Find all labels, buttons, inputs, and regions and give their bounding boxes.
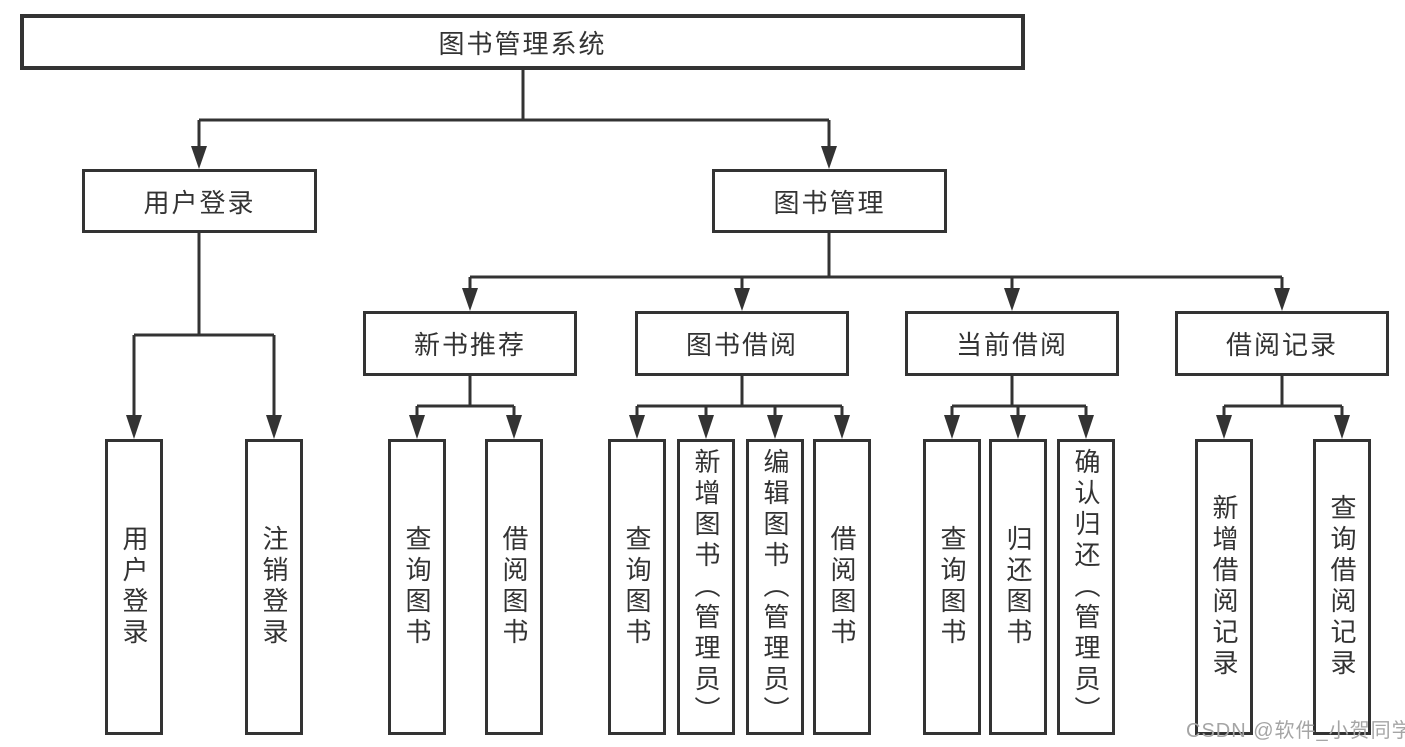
node-user-login: 用户登录 <box>82 169 317 233</box>
csdn-watermark: CSDN @软件_小贺同学 <box>1186 720 1405 742</box>
leaf-records-add-label: 新增借阅记录 <box>1209 494 1239 680</box>
node-book-borrowing-label: 图书借阅 <box>685 330 798 360</box>
node-current-borrowing: 当前借阅 <box>905 311 1119 376</box>
leaf-borrowing-add-admin: 新增图书（管理员） <box>677 439 735 735</box>
leaf-current-query-label: 查询图书 <box>937 525 967 649</box>
node-borrowing-records: 借阅记录 <box>1175 311 1389 376</box>
leaf-current-confirm-admin: 确认归还（管理员） <box>1057 439 1115 735</box>
leaf-newbooks-query-label: 查询图书 <box>402 525 432 649</box>
node-system-root: 图书管理系统 <box>20 14 1025 70</box>
leaf-newbooks-query: 查询图书 <box>388 439 446 735</box>
leaf-logout: 注销登录 <box>245 439 303 735</box>
leaf-newbooks-borrow: 借阅图书 <box>485 439 543 735</box>
leaf-user-login-label: 用户登录 <box>119 525 149 649</box>
leaf-borrowing-edit-admin-label: 编辑图书（管理员） <box>760 447 790 727</box>
leaf-current-confirm-admin-label: 确认归还（管理员） <box>1071 447 1101 727</box>
node-current-borrowing-label: 当前借阅 <box>955 330 1068 360</box>
leaf-borrowing-borrow-label: 借阅图书 <box>827 525 857 649</box>
leaf-borrowing-query-label: 查询图书 <box>622 525 652 649</box>
leaf-records-add: 新增借阅记录 <box>1195 439 1253 735</box>
leaf-borrowing-borrow: 借阅图书 <box>813 439 871 735</box>
leaf-current-return: 归还图书 <box>989 439 1047 735</box>
node-new-book-recommend-label: 新书推荐 <box>413 330 526 360</box>
node-new-book-recommend: 新书推荐 <box>363 311 577 376</box>
node-user-login-label: 用户登录 <box>143 187 256 218</box>
leaf-logout-label: 注销登录 <box>259 525 289 649</box>
node-book-management: 图书管理 <box>712 169 947 233</box>
node-borrowing-records-label: 借阅记录 <box>1225 330 1338 360</box>
leaf-borrowing-edit-admin: 编辑图书（管理员） <box>746 439 804 735</box>
leaf-current-query: 查询图书 <box>923 439 981 735</box>
leaf-borrowing-query: 查询图书 <box>608 439 666 735</box>
node-system-root-label: 图书管理系统 <box>438 28 607 59</box>
arrowheads <box>126 146 1350 439</box>
node-book-management-label: 图书管理 <box>773 187 886 218</box>
leaf-records-query: 查询借阅记录 <box>1313 439 1371 735</box>
leaf-user-login: 用户登录 <box>105 439 163 735</box>
leaf-records-query-label: 查询借阅记录 <box>1327 494 1357 680</box>
node-book-borrowing: 图书借阅 <box>635 311 849 376</box>
leaf-newbooks-borrow-label: 借阅图书 <box>499 525 529 649</box>
leaf-current-return-label: 归还图书 <box>1003 525 1033 649</box>
leaf-borrowing-add-admin-label: 新增图书（管理员） <box>691 447 721 727</box>
